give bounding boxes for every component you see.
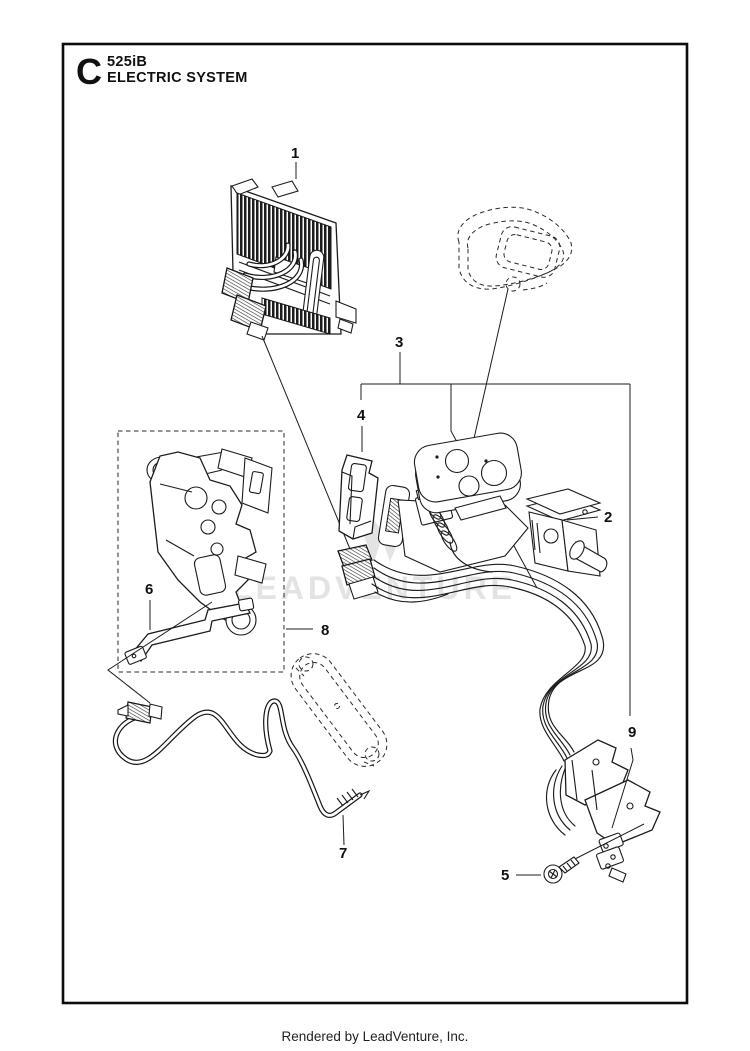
- part-4-clip-drawing: [338, 454, 379, 540]
- leader-line-cover-to-keypad: [469, 288, 509, 457]
- part-9-trigger-assembly-drawing: [545, 739, 661, 883]
- wire-end-coil: [336, 788, 371, 807]
- leader-line-screw: [566, 823, 645, 864]
- callout-5-group: 5: [501, 867, 541, 884]
- phantom-cover-drawing: [457, 206, 573, 458]
- section-letter: C: [76, 51, 102, 92]
- callout-1-group: 1: [291, 145, 299, 179]
- callout-7[interactable]: 7: [339, 845, 347, 862]
- callout-3[interactable]: 3: [395, 334, 403, 351]
- leader-line-module-to-connector: [261, 335, 351, 550]
- callout-6-group: 6: [145, 581, 153, 630]
- callout-2[interactable]: 2: [604, 509, 612, 526]
- diagram-header: C 525iB ELECTRIC SYSTEM: [76, 51, 248, 92]
- callout-2-group: 2: [566, 509, 612, 526]
- leader-line-7: [342, 814, 345, 846]
- callout-1[interactable]: 1: [291, 145, 299, 162]
- part-3-keypad-assembly-drawing: [377, 432, 529, 573]
- callout-5[interactable]: 5: [501, 867, 509, 884]
- part-7-wire-drawing: [112, 698, 371, 818]
- leader-line-box-to-wire: [107, 601, 213, 704]
- part-1-control-module-drawing: [221, 178, 357, 341]
- leader-line-2: [566, 516, 599, 521]
- footer-credit: Rendered by LeadVenture, Inc.: [282, 1029, 469, 1044]
- callout-8[interactable]: 8: [321, 622, 329, 639]
- callout-4-group: 4: [357, 407, 366, 452]
- part-5-screw-drawing: [543, 823, 645, 884]
- diagram-border: [61, 42, 689, 1005]
- part-3-harness-drawing: [337, 541, 605, 762]
- system-title: ELECTRIC SYSTEM: [107, 70, 248, 86]
- phantom-capsule-drawing: [290, 653, 388, 767]
- callout-4[interactable]: 4: [357, 407, 366, 424]
- callout-9[interactable]: 9: [628, 724, 636, 741]
- model-name: 525iB: [107, 54, 147, 70]
- callout-6[interactable]: 6: [145, 581, 153, 598]
- part-8-bracket-drawing: [146, 448, 273, 636]
- leader-line-9: [611, 747, 634, 829]
- callout-7-group: 7: [339, 814, 347, 862]
- part-6-strip-drawing: [124, 597, 255, 665]
- callout-8-group: 8: [286, 622, 329, 639]
- part-2-switch-drawing: [525, 488, 608, 577]
- callout-9-group: 9: [611, 724, 636, 829]
- detail-box-8: [117, 430, 285, 673]
